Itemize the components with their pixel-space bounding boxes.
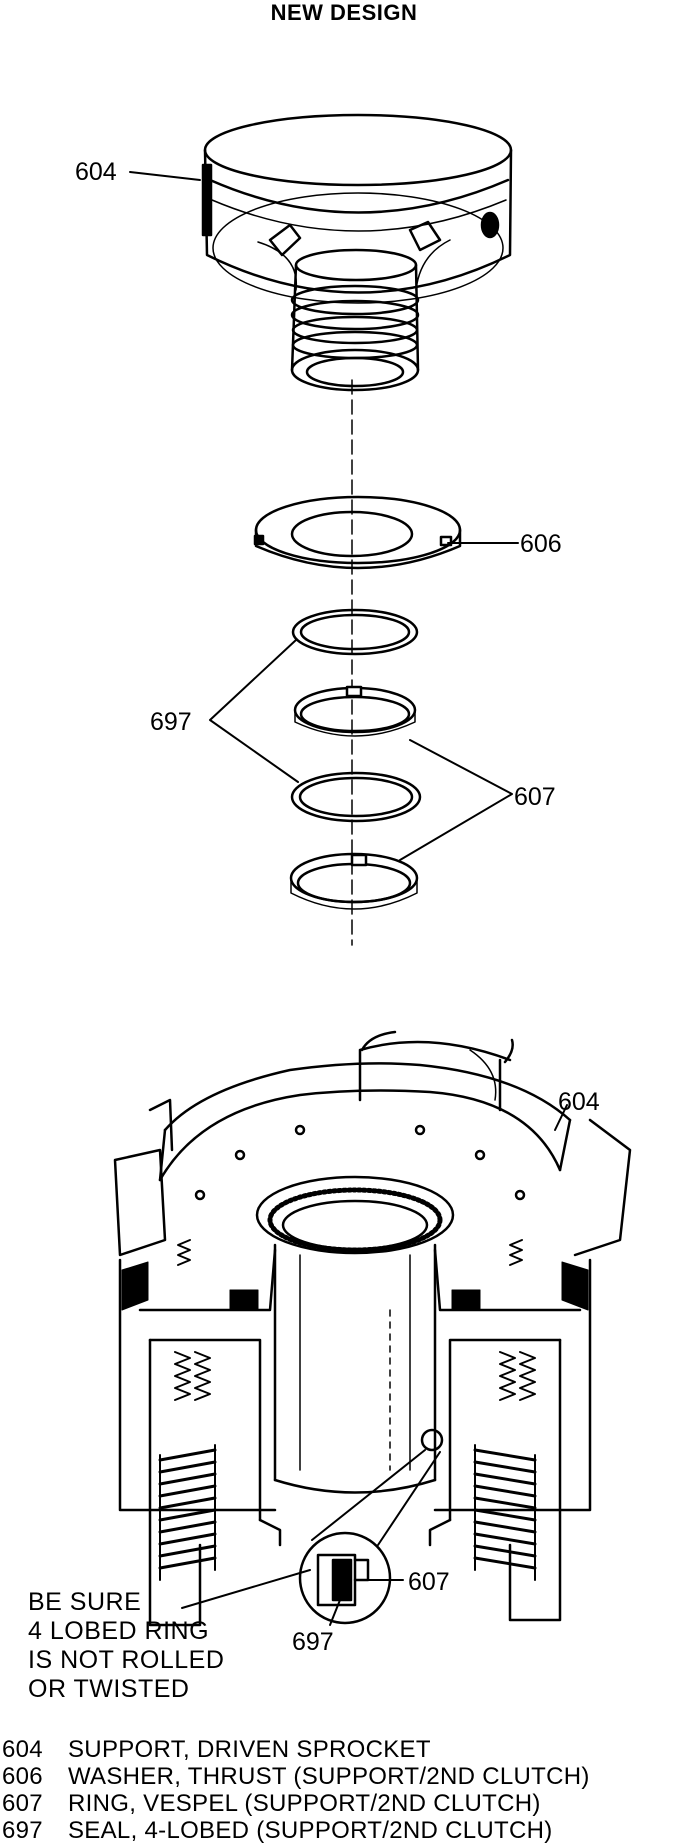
- legend-row: 606 WASHER, THRUST (SUPPORT/2ND CLUTCH): [2, 1763, 590, 1790]
- callout-607-detail: 607: [408, 1568, 450, 1596]
- leader-607: [399, 739, 513, 861]
- diagram-title: NEW DESIGN: [270, 0, 418, 25]
- seal-697-upper: [291, 608, 419, 656]
- note-line: OR TWISTED: [28, 1675, 190, 1703]
- thrust-washer-606: [253, 495, 462, 570]
- seal-detail-magnifier: [298, 1449, 441, 1625]
- legend-desc: SUPPORT, DRIVEN SPROCKET: [68, 1736, 431, 1763]
- callout-697: 697: [150, 708, 192, 736]
- legend-num: 697: [2, 1817, 43, 1844]
- callout-606: 606: [520, 530, 562, 558]
- legend-desc: WASHER, THRUST (SUPPORT/2ND CLUTCH): [68, 1763, 590, 1790]
- callout-697-detail: 697: [292, 1628, 334, 1656]
- seal-697-lower: [290, 771, 422, 823]
- support-604-top: [201, 113, 513, 392]
- leader-604-section: [554, 1104, 568, 1131]
- parts-legend: 604 SUPPORT, DRIVEN SPROCKET 606 WASHER, T…: [2, 1736, 590, 1844]
- vespel-ring-607-upper: [293, 685, 417, 737]
- callout-607: 607: [514, 783, 556, 811]
- install-note: BE SURE 4 LOBED RING IS NOT ROLLED OR TW…: [28, 1588, 224, 1704]
- callout-604-section: 604: [558, 1088, 600, 1116]
- legend-num: 606: [2, 1763, 43, 1790]
- legend-desc: RING, VESPEL (SUPPORT/2ND CLUTCH): [68, 1790, 541, 1817]
- legend-desc: SEAL, 4-LOBED (SUPPORT/2ND CLUTCH): [68, 1817, 553, 1844]
- note-line: BE SURE: [28, 1588, 142, 1616]
- callout-604-top: 604: [75, 158, 117, 186]
- legend-row: 697 SEAL, 4-LOBED (SUPPORT/2ND CLUTCH): [2, 1817, 590, 1844]
- legend-num: 604: [2, 1736, 43, 1763]
- note-line: 4 LOBED RING: [28, 1617, 210, 1645]
- vespel-ring-607-lower: [289, 852, 419, 910]
- note-line: IS NOT ROLLED: [28, 1646, 225, 1674]
- leader-697-detail: [329, 1589, 345, 1626]
- leader-697: [209, 639, 299, 783]
- legend-num: 607: [2, 1790, 43, 1817]
- leader-note: [181, 1569, 311, 1609]
- support-assembly-section: [113, 1030, 632, 1627]
- legend-row: 607 RING, VESPEL (SUPPORT/2ND CLUTCH): [2, 1790, 590, 1817]
- leader-604-top: [129, 171, 201, 181]
- legend-row: 604 SUPPORT, DRIVEN SPROCKET: [2, 1736, 590, 1763]
